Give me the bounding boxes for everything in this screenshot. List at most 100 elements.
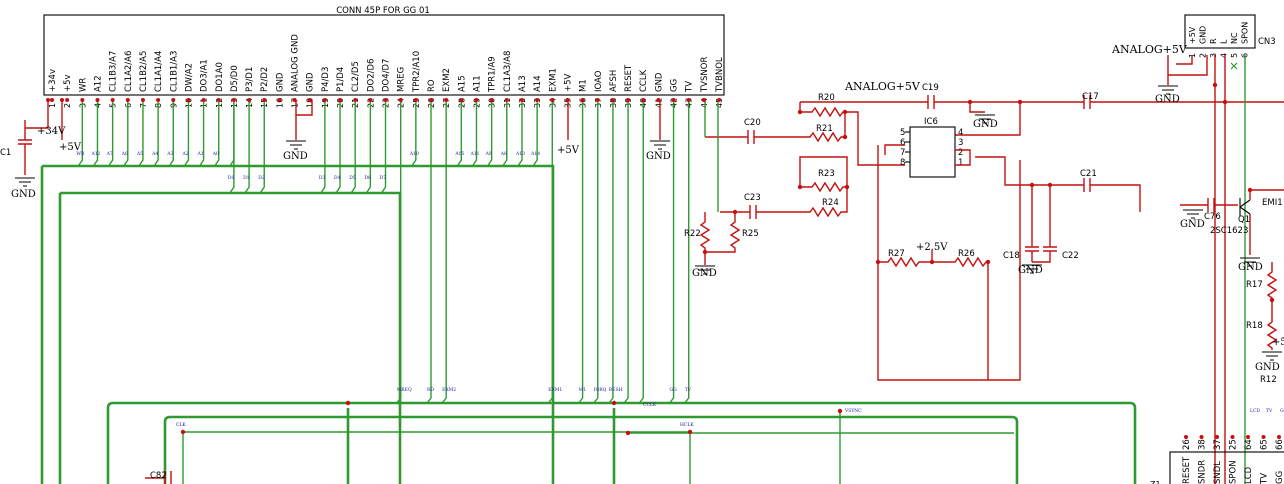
ic6-pin-right: 1 (958, 158, 963, 168)
bottom-conn-pin-label: SNDR (1198, 460, 1208, 484)
bottom-conn-pin-label: TV (1260, 473, 1270, 484)
c1-label: C1 (0, 148, 11, 158)
cn1-pin-label: CL1B2/A5 (139, 51, 149, 92)
c17-symbol (1020, 95, 1284, 109)
pin-junction (216, 98, 221, 102)
r23-label: R23 (818, 169, 835, 179)
signal-wire (153, 100, 159, 167)
c22-label: C22 (1062, 251, 1079, 261)
pin-junction (550, 98, 555, 102)
net-label: A0 (212, 151, 219, 157)
pin-junction (595, 98, 600, 102)
pin-junction (262, 98, 267, 102)
v5c-label: +5 (1272, 337, 1284, 348)
analog5-label: ANALOG+5V (844, 80, 921, 93)
c18-symbol (1025, 185, 1039, 262)
q1-symbol (1239, 198, 1251, 216)
signal-wire (350, 100, 356, 194)
signal-wire (183, 100, 190, 167)
net-label: MREQ (397, 387, 412, 393)
pin-junction (413, 98, 418, 102)
cn1-pin-label: TPR2/A10 (412, 51, 422, 93)
cn1-pin-label: CL1A3/A8 (503, 51, 513, 92)
junction (844, 184, 850, 190)
cn1-pin-label: TVSNOR (700, 57, 710, 93)
net-label: TV (1266, 408, 1273, 414)
signal-wire (426, 100, 432, 404)
signal-wire (411, 100, 417, 167)
q1-label: Q1 (1238, 215, 1250, 225)
cn1-pin-label: GG (670, 79, 680, 92)
net-label: A9 (485, 151, 492, 157)
cn1-pin-label: TVBNOL (715, 57, 725, 93)
c76-label: C76 (1204, 212, 1221, 222)
address-bus (42, 164, 555, 484)
signal-wire (487, 100, 493, 167)
r12-label: R12 (1260, 375, 1277, 385)
c18-label: C18 (1003, 251, 1020, 261)
pin-junction (338, 98, 343, 102)
ic6-pin-left: 8 (900, 158, 905, 168)
pin-junction (1184, 435, 1188, 439)
r23-symbol (799, 156, 848, 193)
ic6-pin-right: 4 (958, 128, 963, 138)
cn1-pin-label: +5v (63, 74, 73, 92)
pin-junction (353, 98, 358, 102)
junction (1222, 99, 1228, 105)
cn3-pin-label: GND (1199, 26, 1208, 44)
c1-gnd-label: GND (11, 189, 36, 200)
cn1-pin-label: A12 (93, 75, 103, 92)
r17-label: R17 (1246, 280, 1263, 290)
pin-junction (50, 98, 54, 102)
pin-junction (489, 98, 494, 102)
cn1-pin-number: 18 (306, 98, 315, 108)
pin-junction (429, 98, 433, 102)
cn1-pin-label: CL1A1/A4 (154, 51, 164, 92)
cn1-pin-label: DO1A0 (215, 62, 225, 92)
pin-junction (504, 98, 509, 102)
c20-label: C20 (744, 118, 761, 128)
pin-junction (277, 98, 282, 102)
r25-symbol (705, 212, 741, 253)
pin-junction (1261, 435, 1266, 439)
bottom-conn-pin-number: 65 (1260, 439, 1270, 450)
cn3-pin-label: +5V (1188, 26, 1197, 44)
net-label: D4 (334, 175, 341, 181)
r18-gnd-symbol (1262, 351, 1282, 361)
c76-gnd-symbol (1183, 209, 1203, 219)
pin-junction (95, 98, 100, 102)
cn1-pin-label: GND (654, 72, 664, 92)
net-label: D0 (228, 175, 235, 181)
signal-wire (578, 100, 584, 404)
ic6-pin-left: 6 (900, 138, 905, 148)
signal-wire (669, 100, 675, 404)
cn1-pins: +34v1+5v2WR3A124CL1B3/A75CL1A2/A66CL1B2/… (48, 34, 725, 108)
net-label: D6 (364, 175, 371, 181)
bus-label: CCLK (643, 402, 657, 408)
pin-junction (474, 98, 479, 102)
net-label: RESH (609, 387, 623, 393)
cn1-pin-label: CL1B3/A7 (109, 51, 119, 92)
r25-label: R25 (742, 229, 759, 239)
cn1-pin-label: GND (306, 72, 316, 92)
analog5b-label: ANALOG+5V (1111, 43, 1188, 56)
cn1-pin-label: CL1B1/A3 (169, 51, 179, 92)
bottom-conn-pin-label: RESET (1182, 456, 1192, 484)
net-label: A13 (515, 151, 525, 157)
pin-junction (156, 98, 161, 102)
cn1-pin-label: DO4/D7 (382, 59, 392, 92)
junction (1017, 99, 1023, 105)
net-label: RD (427, 387, 434, 393)
cn3-label: CN3 (1258, 37, 1276, 47)
cn1-pin-label: A15 (457, 75, 467, 92)
clk-line (182, 431, 691, 484)
ctrl-bus-right (1129, 401, 1137, 484)
cn1-pin-label: EXM2 (442, 68, 452, 92)
r20-label: R20 (818, 93, 835, 103)
pin-junction (140, 98, 145, 102)
signal-wire (259, 100, 265, 194)
net-label: A7 (106, 151, 113, 157)
bus-label: VSYNC (844, 408, 862, 414)
cn1-pin-label: IOAO (594, 70, 604, 92)
